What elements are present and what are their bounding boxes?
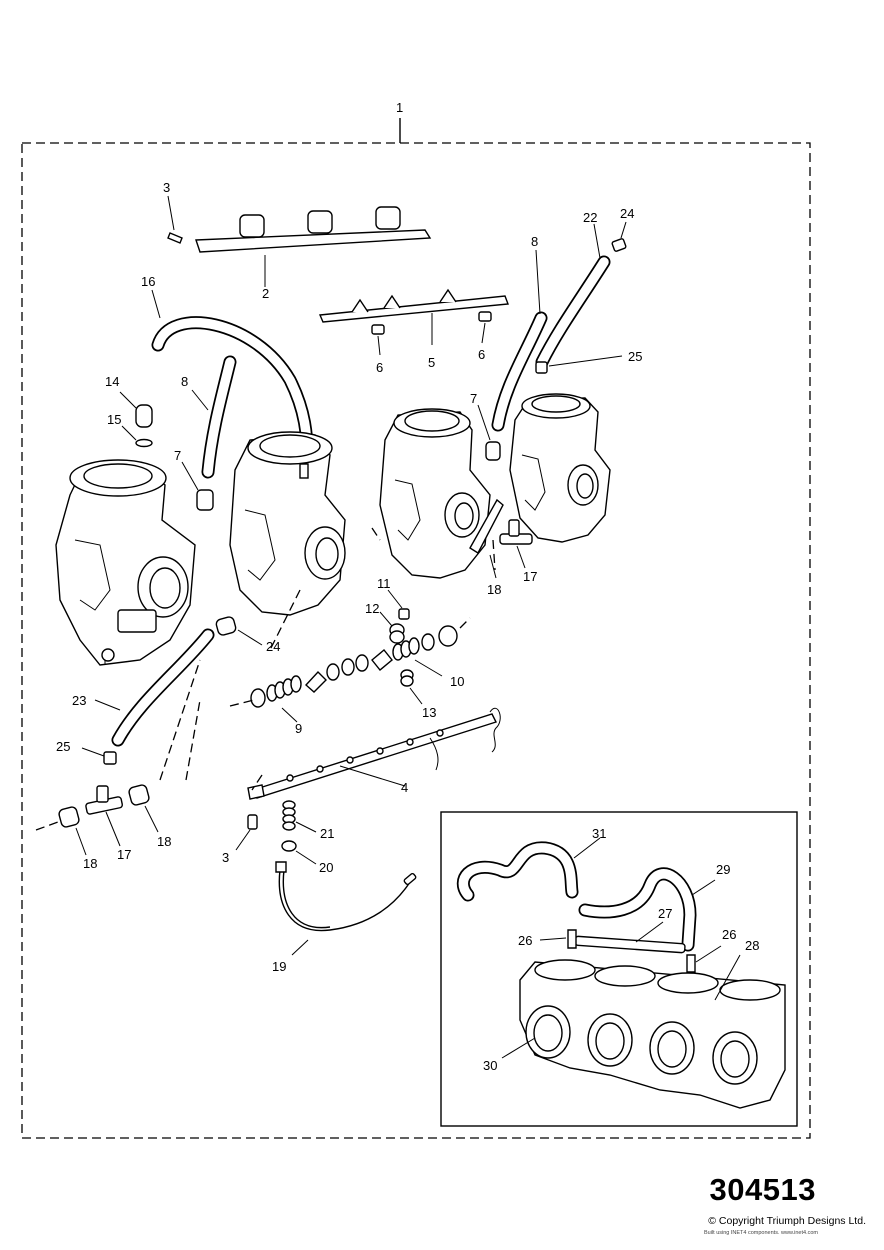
linkage-spring-10: [371, 617, 471, 677]
built-using-notice: Built using INET4 components. www.inet4.…: [703, 1230, 818, 1236]
callout-14: 14: [105, 374, 119, 389]
cap-24-top: [611, 221, 627, 252]
hose-16: [151, 289, 314, 472]
callout-3-lower: 3: [222, 850, 229, 865]
assembly-dash-lines: [159, 527, 496, 781]
spring-21: [282, 800, 317, 833]
callout-12: 12: [365, 601, 379, 616]
callout-18-left: 18: [83, 856, 97, 871]
cable-19: [275, 861, 417, 956]
screw-11: [387, 589, 410, 620]
callout-22: 22: [583, 210, 597, 225]
callout-30: 30: [483, 1058, 497, 1073]
diagram-reference-number: 304513: [709, 1172, 816, 1207]
callout-3-top: 3: [163, 180, 170, 195]
callout-21: 21: [320, 826, 334, 841]
hose-22: [535, 223, 611, 369]
linkage-spring-9: [229, 654, 369, 723]
washer-20: [281, 840, 317, 865]
spring-13: [400, 669, 423, 705]
callout-26-right: 26: [722, 927, 736, 942]
bracket-18-right: [469, 498, 504, 579]
callout-8-right: 8: [531, 234, 538, 249]
cap-24-mid: [215, 616, 263, 646]
callout-26-left: 26: [518, 933, 532, 948]
callout-6-left: 6: [376, 360, 383, 375]
callout-24-top: 24: [620, 206, 634, 221]
callout-25-top: 25: [628, 349, 642, 364]
callout-20: 20: [319, 860, 333, 875]
upper-bracket: [195, 206, 432, 287]
callout-6-right: 6: [478, 347, 485, 362]
callout-31: 31: [592, 826, 606, 841]
carburettor-2: [229, 431, 346, 616]
inset-connector-26-right: [686, 945, 722, 973]
callout-labels: 1 2 3 3 4 5 6 6 7 7 8 8 9 10 11 12 13 14…: [56, 100, 759, 1073]
callout-13: 13: [422, 705, 436, 720]
cap-14: [119, 391, 153, 448]
fitting-7-right: [477, 404, 501, 461]
screw-3-lower: [235, 814, 258, 851]
callout-18-mid: 18: [157, 834, 171, 849]
callout-18-right: 18: [487, 582, 501, 597]
cap-18-mid: [128, 784, 159, 833]
tee-17-right: [499, 519, 533, 569]
callout-23: 23: [72, 693, 86, 708]
callout-2: 2: [262, 286, 269, 301]
callout-5: 5: [428, 355, 435, 370]
inset-pipe-27: [574, 921, 686, 954]
tee-17-left: [85, 785, 123, 847]
callout-27: 27: [658, 906, 672, 921]
hose-23: [94, 628, 215, 747]
carburettor-4: [509, 393, 611, 543]
hose-8-right: [491, 249, 548, 432]
inset-carburettor-bank: [501, 954, 786, 1109]
inset-hose-29: [578, 867, 716, 952]
callout-10: 10: [450, 674, 464, 689]
connector-25-top: [535, 355, 623, 374]
fitting-7-left: [181, 461, 214, 511]
callout-17-left: 17: [117, 847, 131, 862]
callout-9: 9: [295, 721, 302, 736]
callout-4: 4: [401, 780, 408, 795]
cap-18-left: [35, 806, 87, 856]
callout-24-mid: 24: [266, 639, 280, 654]
callout-17-right: 17: [523, 569, 537, 584]
inset-box: [440, 811, 798, 1127]
callout-16: 16: [141, 274, 155, 289]
carburettor-3: [379, 408, 491, 579]
callout-25-lower: 25: [56, 739, 70, 754]
callout-28: 28: [745, 938, 759, 953]
screw-top: [167, 195, 183, 244]
callout-8-left: 8: [181, 374, 188, 389]
inset-hose-31: [456, 837, 601, 902]
connector-25-lower: [81, 747, 117, 765]
bracket-4: [247, 707, 501, 800]
copyright-notice: © Copyright Triumph Designs Ltd.: [708, 1215, 866, 1227]
callout-15: 15: [107, 412, 121, 427]
lower-bracket: [318, 288, 509, 356]
callout-1: 1: [396, 100, 403, 115]
hose-8-left: [191, 355, 237, 479]
callout-19: 19: [272, 959, 286, 974]
spring-12: [379, 611, 405, 644]
kit-boundary: [21, 118, 811, 1139]
inset-connector-26-left: [539, 929, 577, 949]
callout-7-right: 7: [470, 391, 477, 406]
callout-7-left: 7: [174, 448, 181, 463]
callout-29: 29: [716, 862, 730, 877]
callout-11: 11: [377, 576, 391, 591]
carburettor-1: [55, 459, 196, 666]
